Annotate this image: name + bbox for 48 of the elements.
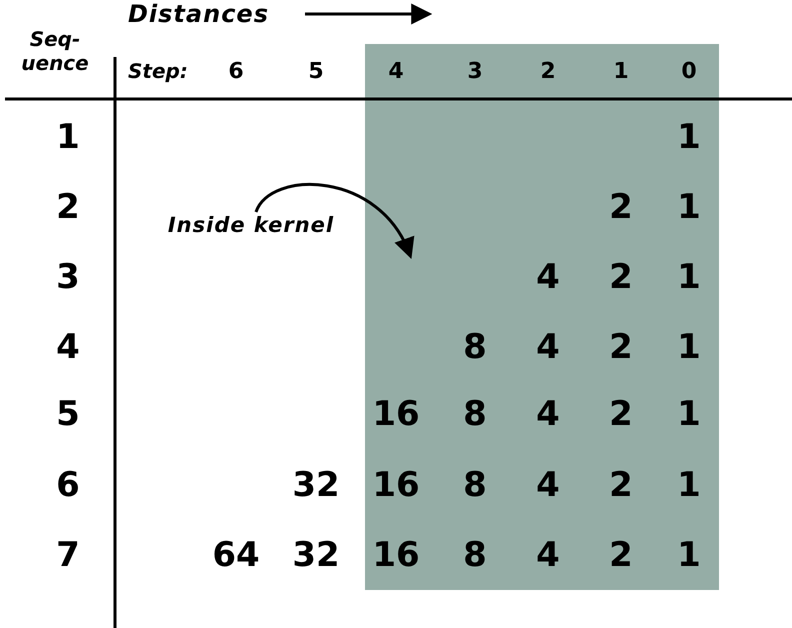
table-value: 8 [462,538,488,572]
table-value: 1 [676,120,702,154]
annotation-text: Inside kernel [168,212,334,240]
table-value: 1 [676,538,702,572]
table-value: 32 [291,538,341,572]
table-value: 4 [535,538,561,572]
curved-arrow [254,183,412,259]
table-value: 16 [371,397,421,431]
table-value: 1 [676,468,702,502]
table-value: 1 [676,190,702,224]
table-value: 6 [55,468,81,502]
kernel-band [365,44,719,590]
table-value: 64 [211,538,261,572]
table-value: 2 [55,190,81,224]
table-value: 32 [291,468,341,502]
table-value: 3 [55,260,81,294]
table-value: 4 [535,468,561,502]
table-value: 1 [676,330,702,364]
table-value: 4 [55,330,81,364]
table-value: 7 [55,538,81,572]
column-number: 3 [466,61,484,83]
table-value: 1 [55,120,81,154]
table-value: 16 [371,468,421,502]
table-value: 2 [608,538,634,572]
table-value: 16 [371,538,421,572]
table-value: 2 [608,260,634,294]
column-number: 1 [612,61,630,83]
table-value: 2 [608,468,634,502]
table-value: 8 [462,468,488,502]
table-value: 4 [535,260,561,294]
table-value: 4 [535,330,561,364]
column-heading: Seq- uence [20,27,90,75]
table-value: 2 [608,190,634,224]
table-value: 8 [462,397,488,431]
table-value: 5 [55,397,81,431]
table-value: 2 [608,397,634,431]
column-number: 6 [227,61,245,83]
axis-title: Distances [128,2,269,26]
table-value: 4 [535,397,561,431]
row-heading: Step: [128,61,188,81]
table-value: 1 [676,397,702,431]
table-value: 2 [608,330,634,364]
column-number: 5 [307,61,325,83]
column-number: 0 [680,61,698,83]
table-value: 8 [462,330,488,364]
column-number: 2 [539,61,557,83]
table-value: 1 [676,260,702,294]
column-number: 4 [387,61,405,83]
